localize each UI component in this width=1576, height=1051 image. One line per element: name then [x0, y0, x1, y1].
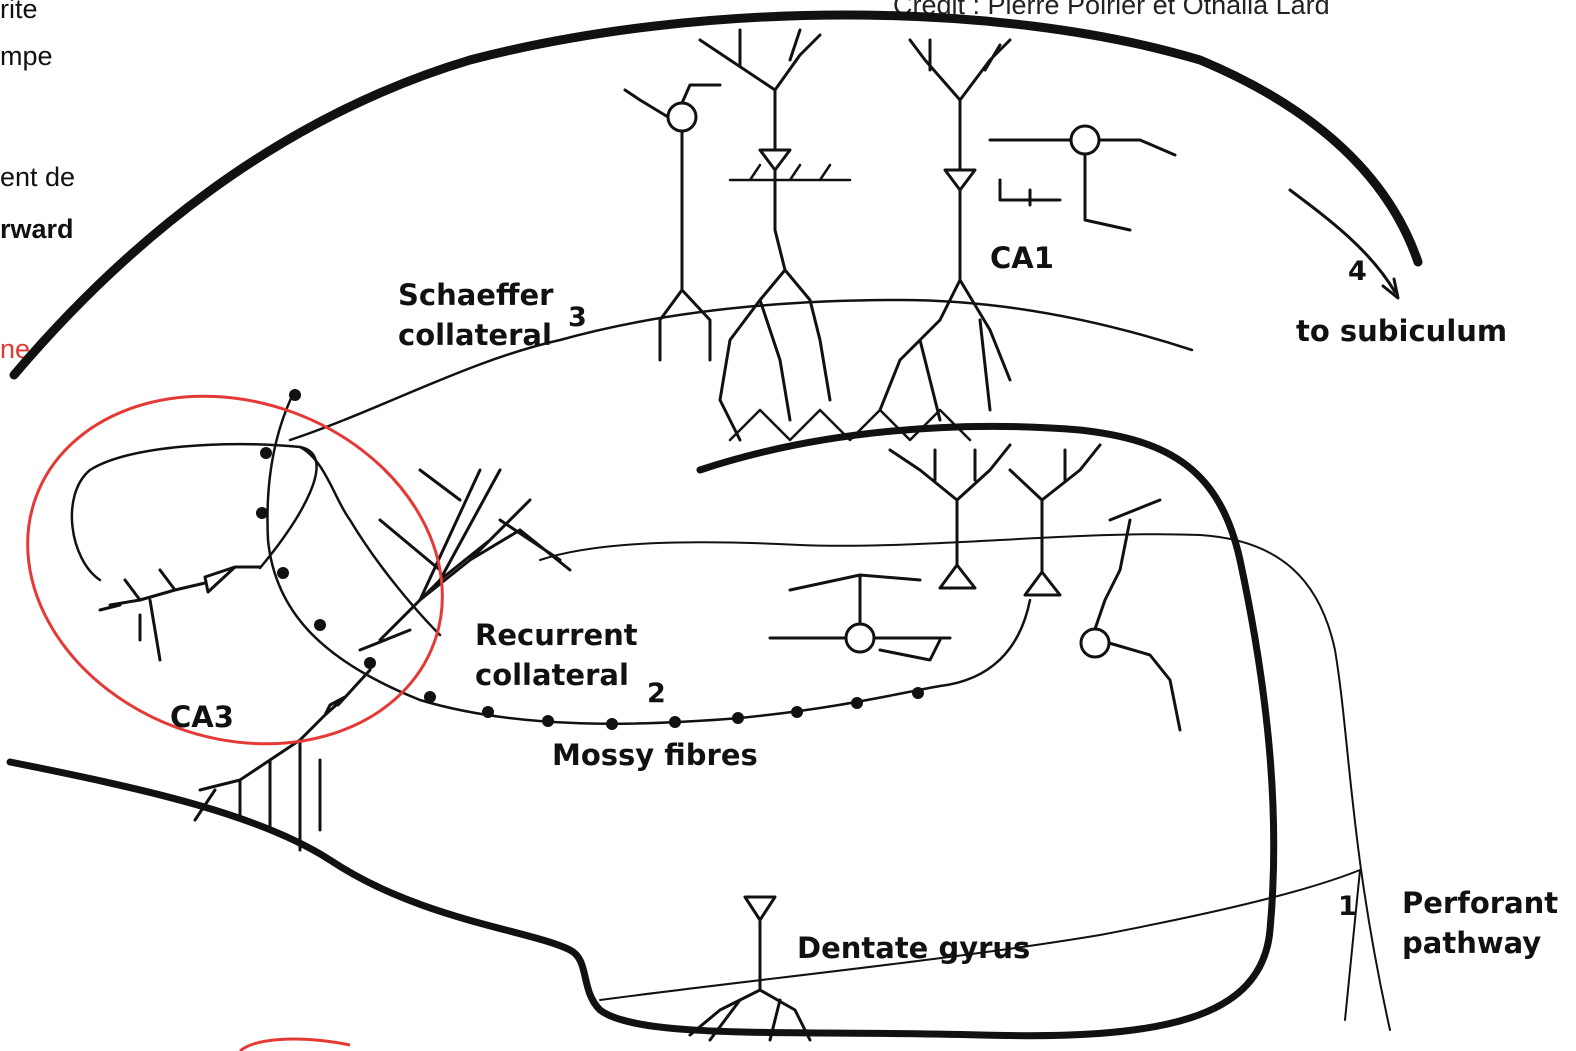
label-dentate: Dentate gyrus [797, 931, 1030, 965]
label-subiculum-num: 4 [1348, 256, 1367, 287]
label-ca1: CA1 [990, 241, 1054, 275]
bottom-highlight-arc [240, 1039, 350, 1051]
ca3-highlight-circle [0, 340, 492, 801]
label-schaeffer-2: collateral [398, 318, 552, 352]
label-recurrent-2: collateral [475, 658, 629, 692]
label-mossy-num: 2 [647, 678, 666, 709]
label-perforant-num: 1 [1338, 891, 1357, 922]
label-mossy: Mossy fibres [552, 738, 758, 772]
label-perforant-1: Perforant [1402, 886, 1558, 920]
ca3-loop [72, 444, 317, 580]
outer-arc [14, 15, 1418, 375]
label-recurrent-1: Recurrent [475, 618, 638, 652]
ca3-axon [300, 447, 440, 635]
label-schaeffer-num: 3 [568, 302, 587, 333]
mossy-fiber [267, 390, 1030, 724]
label-schaeffer-1: Schaeffer [398, 278, 554, 312]
label-ca3: CA3 [170, 700, 234, 734]
label-subiculum: to subiculum [1296, 314, 1507, 348]
subiculum-arrow [1290, 190, 1395, 292]
label-perforant-2: pathway [1402, 926, 1541, 960]
